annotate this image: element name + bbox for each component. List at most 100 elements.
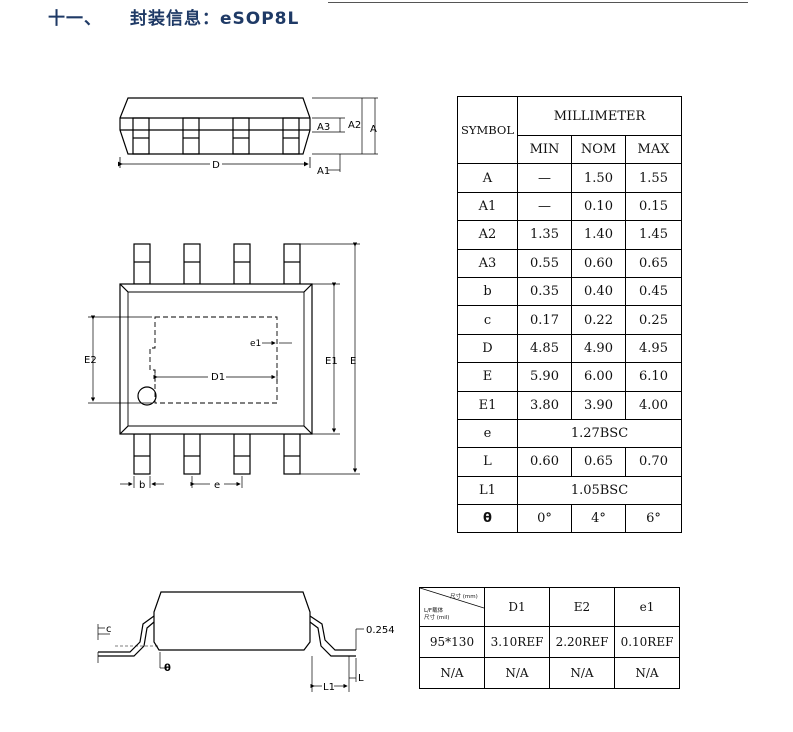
symbol-cell: A (457, 163, 518, 193)
label-A2: A2 (348, 120, 361, 131)
label-A: A (370, 124, 377, 135)
label-A1: A1 (317, 166, 330, 177)
corner-label-mm: 尺寸 (mm) (450, 594, 478, 600)
col-header-max: MAX (625, 134, 682, 165)
symbol-cell: c (457, 305, 518, 335)
symbol-cell: e (457, 418, 518, 449)
pad-cell: 2.20REF (549, 626, 615, 658)
corner-label-mil: 尺寸 (mil) (424, 615, 450, 621)
label-e: e (214, 480, 220, 491)
symbol-cell: L1 (457, 475, 518, 506)
header-rule (328, 2, 748, 3)
value-min-cell: 4.85 (517, 333, 572, 364)
value-min-cell: 0.17 (517, 305, 572, 335)
pad-cell: 95*130 (419, 626, 485, 658)
value-span-cell: 1.05BSC (517, 475, 682, 506)
label-E1: E1 (325, 356, 338, 367)
value-max-cell: 6.10 (625, 362, 682, 392)
pad-cell: 3.10REF (484, 626, 550, 658)
value-nom-cell: 6.00 (571, 362, 626, 392)
value-max-cell: 1.55 (625, 163, 682, 193)
value-max-cell: 0.15 (625, 191, 682, 222)
pad-cell: 0.10REF (614, 626, 680, 658)
value-nom-cell: 4° (571, 504, 626, 534)
pad-cell: N/A (484, 657, 550, 689)
value-nom-cell: 0.22 (571, 305, 626, 335)
symbol-cell: D (457, 333, 518, 364)
symbol-cell: b (457, 276, 518, 307)
pad-cell: N/A (549, 657, 615, 689)
label-e1: e1 (250, 339, 261, 349)
symbol-cell: θ (457, 504, 518, 534)
value-max-cell: 0.25 (625, 305, 682, 335)
pad-cell: N/A (614, 657, 680, 689)
value-max-cell: 0.65 (625, 248, 682, 278)
section-number: 十一、 (48, 9, 102, 29)
lead-profile-view (97, 591, 364, 692)
value-nom-cell: 3.90 (571, 390, 626, 420)
label-D: D (212, 160, 220, 171)
symbol-cell: L (457, 447, 518, 477)
corner-label-lf: L/F载体 (424, 608, 444, 614)
value-min-cell: 0.55 (517, 248, 572, 278)
symbol-cell: E (457, 362, 518, 392)
value-nom-cell: 1.40 (571, 220, 626, 250)
value-max-cell: 4.00 (625, 390, 682, 420)
pad-col-E2: E2 (549, 587, 615, 627)
value-max-cell: 4.95 (625, 333, 682, 364)
value-min-cell: — (517, 163, 572, 193)
symbol-cell: A1 (457, 191, 518, 222)
value-min-cell: 1.35 (517, 220, 572, 250)
label-L: L (358, 673, 364, 684)
col-header-min: MIN (517, 134, 572, 165)
value-min-cell: — (517, 191, 572, 222)
value-min-cell: 0.60 (517, 447, 572, 477)
value-min-cell: 0° (517, 504, 572, 534)
label-A3: A3 (317, 122, 330, 133)
label-c: c (106, 624, 112, 635)
value-nom-cell: 4.90 (571, 333, 626, 364)
pad-col-e1: e1 (614, 587, 680, 627)
col-header-nom: NOM (571, 134, 626, 165)
pad-corner-cell: 尺寸 (mm) L/F载体 尺寸 (mil) (419, 587, 485, 627)
unit-header: MILLIMETER (517, 96, 682, 136)
symbol-cell: E1 (457, 390, 518, 420)
label-E: E (350, 356, 356, 367)
pad-cell: N/A (419, 657, 485, 689)
value-nom-cell: 0.10 (571, 191, 626, 222)
symbol-header: SYMBOL (457, 95, 518, 165)
label-theta: θ (164, 663, 171, 674)
value-max-cell: 0.70 (625, 447, 682, 477)
section-title: 封装信息：eSOP8L (130, 9, 300, 29)
value-min-cell: 0.35 (517, 276, 572, 307)
label-b: b (139, 480, 145, 491)
value-nom-cell: 0.65 (571, 447, 626, 477)
value-min-cell: 5.90 (517, 362, 572, 392)
pad-col-D1: D1 (484, 587, 550, 627)
value-max-cell: 6° (625, 504, 682, 534)
value-nom-cell: 0.60 (571, 248, 626, 278)
value-max-cell: 1.45 (625, 220, 682, 250)
value-nom-cell: 0.40 (571, 276, 626, 307)
symbol-cell: A3 (457, 248, 518, 278)
label-D1: D1 (211, 372, 225, 383)
value-nom-cell: 1.50 (571, 163, 626, 193)
corner-diagonal (420, 588, 484, 609)
value-max-cell: 0.45 (625, 276, 682, 307)
